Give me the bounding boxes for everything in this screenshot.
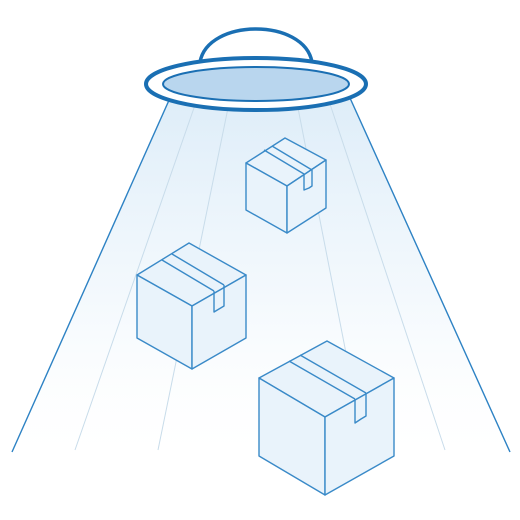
beam-right-edge bbox=[349, 97, 511, 453]
ufo-icon bbox=[144, 27, 368, 112]
beam-fill bbox=[12, 98, 510, 452]
box-icon bbox=[245, 137, 327, 234]
box-tape bbox=[161, 253, 225, 313]
beam-streak bbox=[329, 103, 446, 451]
box-right-face bbox=[286, 159, 327, 234]
box-right-face bbox=[324, 377, 395, 496]
beam-streak bbox=[74, 104, 196, 451]
box-icon bbox=[136, 242, 247, 370]
ufo-disc bbox=[162, 66, 350, 102]
box-icon bbox=[258, 340, 395, 496]
box-tape bbox=[288, 354, 367, 424]
box-tape bbox=[263, 145, 313, 191]
beam-left-edge bbox=[11, 97, 171, 453]
box-right-face bbox=[191, 274, 247, 370]
ufo-dome bbox=[198, 27, 314, 64]
